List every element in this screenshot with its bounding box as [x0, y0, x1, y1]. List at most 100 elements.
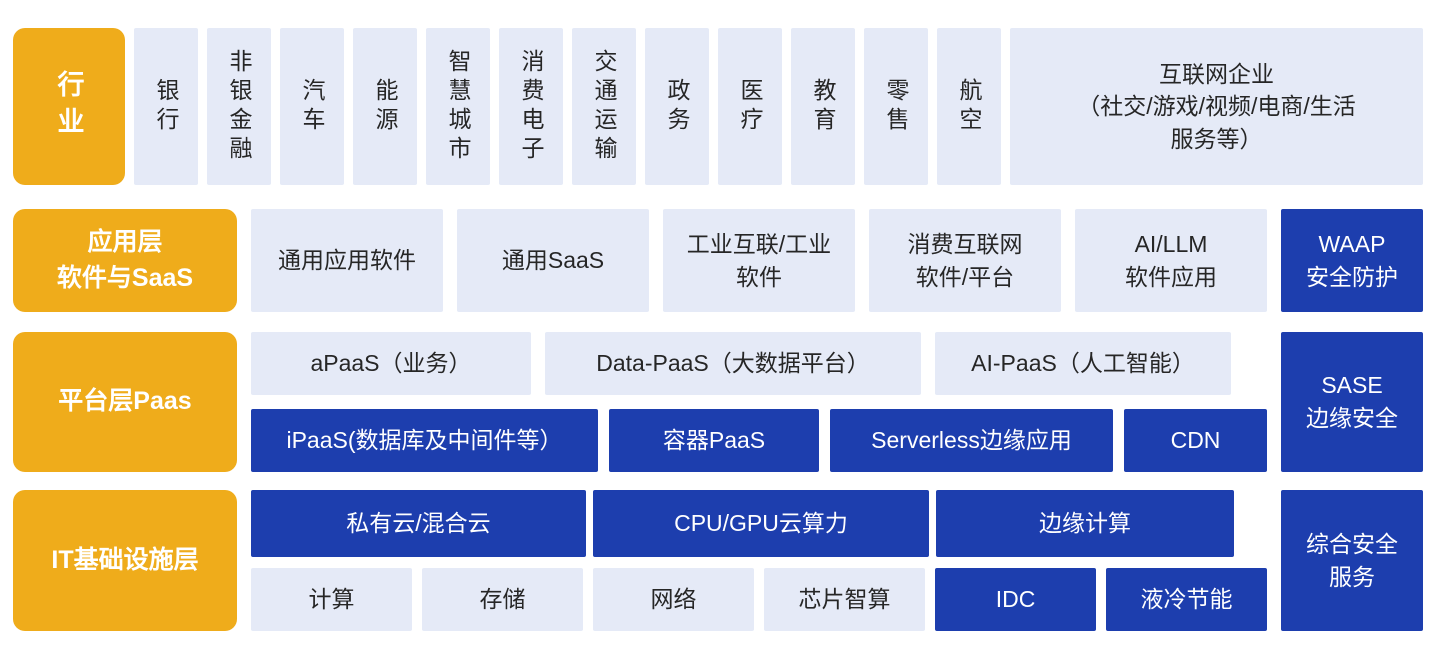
resource-item-label: 芯片智算: [798, 586, 891, 613]
infra-paas-item-label: Serverless边缘应用: [871, 427, 1072, 454]
industry-row: 行业 银行 非银金融 汽车 能源 智慧城市 消费电子 交通运输 政务 医疗 教育: [13, 28, 1423, 185]
industry-row-header: 行业: [13, 28, 125, 185]
industry-item-label: 非银金融: [226, 48, 252, 165]
paas-item-label: AI-PaaS（人工智能）: [971, 350, 1195, 377]
industry-item-consumer-electronics: 消费电子: [499, 28, 563, 185]
comprehensive-security-box: 综合安全 服务: [1281, 490, 1423, 631]
infra-paas-item-cdn: CDN: [1124, 409, 1267, 472]
infrastructure-layer-header-label: IT基础设施层: [51, 545, 199, 574]
app-item-label: 通用应用软件: [278, 247, 416, 274]
paas-item-apaas: aPaaS（业务）: [251, 332, 531, 395]
resource-item-label: 网络: [650, 586, 697, 613]
cloud-item-label: 边缘计算: [1039, 510, 1131, 537]
paas-subrow: aPaaS（业务） Data-PaaS（大数据平台） AI-PaaS（人工智能）: [251, 332, 1267, 395]
industry-item-government: 政务: [645, 28, 709, 185]
sase-security-line1: SASE: [1321, 372, 1383, 399]
application-layer-row: 应用层 软件与SaaS 通用应用软件 通用SaaS 工业互联/工业 软件 消费互…: [13, 209, 1423, 312]
infra-paas-item-label: CDN: [1170, 427, 1221, 454]
app-item-label: 软件/平台: [915, 263, 1015, 290]
infrastructure-layer-header: IT基础设施层: [13, 490, 237, 631]
app-item-label: 工业互联/工业: [686, 230, 832, 257]
industry-item-nonbank-finance: 非银金融: [207, 28, 271, 185]
resource-item-label: 液冷节能: [1140, 586, 1233, 613]
waap-security-line1: WAAP: [1318, 230, 1386, 257]
internet-companies-subtitle: （社交/游戏/视频/电商/生活服务等）: [1077, 93, 1356, 152]
industry-item-transportation: 交通运输: [572, 28, 636, 185]
app-item-consumer-internet: 消费互联网 软件/平台: [869, 209, 1061, 312]
industry-item-label: 汽车: [299, 77, 325, 136]
waap-security-line2: 安全防护: [1306, 263, 1398, 290]
resource-item-label: 计算: [308, 586, 355, 613]
resource-item-liquid-cooling: 液冷节能: [1106, 568, 1267, 631]
industry-item-retail: 零售: [864, 28, 928, 185]
app-item-general-saas: 通用SaaS: [457, 209, 649, 312]
industry-item-bank: 银行: [134, 28, 198, 185]
comprehensive-security-line1: 综合安全: [1306, 530, 1398, 557]
app-item-industrial-software: 工业互联/工业 软件: [663, 209, 855, 312]
sase-security-box: SASE 边缘安全: [1281, 332, 1423, 472]
platform-layer-content: aPaaS（业务） Data-PaaS（大数据平台） AI-PaaS（人工智能）…: [251, 332, 1267, 472]
application-layer-header-line1: 应用层: [87, 228, 163, 256]
app-item-label: 消费互联网: [907, 230, 1023, 257]
industry-item-label: 零售: [883, 77, 909, 136]
resource-item-chip-computing: 芯片智算: [764, 568, 925, 631]
paas-item-label: aPaaS（业务）: [310, 350, 472, 377]
app-item-ai-llm: AI/LLM 软件应用: [1075, 209, 1267, 312]
cloud-subrow: 私有云/混合云 CPU/GPU云算力 边缘计算: [251, 490, 1267, 557]
app-item-label: AI/LLM: [1134, 230, 1208, 257]
industry-item-internet-companies: 互联网企业 （社交/游戏/视频/电商/生活服务等）: [1010, 28, 1423, 185]
infra-paas-item-serverless: Serverless边缘应用: [830, 409, 1113, 472]
industry-item-label: 能源: [372, 77, 398, 136]
resource-item-storage: 存储: [422, 568, 583, 631]
industry-item-label: 医疗: [737, 77, 763, 136]
industry-item-label: 银行: [153, 77, 179, 136]
resource-item-compute: 计算: [251, 568, 412, 631]
industry-item-label: 教育: [810, 77, 836, 136]
app-item-general-software: 通用应用软件: [251, 209, 443, 312]
application-layer-header: 应用层 软件与SaaS: [13, 209, 237, 312]
cloud-item-label: 私有云/混合云: [346, 510, 491, 537]
platform-layer-row: 平台层Paas aPaaS（业务） Data-PaaS（大数据平台） AI-Pa…: [13, 332, 1423, 472]
platform-layer-header: 平台层Paas: [13, 332, 237, 472]
resource-item-label: 存储: [479, 586, 526, 613]
industry-item-automotive: 汽车: [280, 28, 344, 185]
cloud-item-private-hybrid: 私有云/混合云: [251, 490, 586, 557]
infra-paas-item-label: 容器PaaS: [662, 427, 766, 454]
infrastructure-layer-row: IT基础设施层 私有云/混合云 CPU/GPU云算力 边缘计算 计算 存储: [13, 490, 1423, 631]
cloud-item-cpu-gpu: CPU/GPU云算力: [593, 490, 929, 557]
resource-item-idc: IDC: [935, 568, 1096, 631]
industry-item-label: 消费电子: [518, 48, 544, 165]
app-item-label: 软件: [736, 263, 782, 290]
infrastructure-layer-content: 私有云/混合云 CPU/GPU云算力 边缘计算 计算 存储 网络: [251, 490, 1267, 631]
paas-item-label: Data-PaaS（大数据平台）: [596, 350, 870, 377]
industry-item-aviation: 航空: [937, 28, 1001, 185]
sase-security-line2: 边缘安全: [1306, 405, 1398, 431]
application-layer-header-line2: 软件与SaaS: [56, 263, 194, 292]
infra-paas-item-label: iPaaS(数据库及中间件等）: [286, 427, 563, 454]
industry-item-label: 航空: [956, 77, 982, 136]
waap-security-box: WAAP 安全防护: [1281, 209, 1423, 312]
industry-item-education: 教育: [791, 28, 855, 185]
comprehensive-security-line2: 服务: [1329, 563, 1375, 590]
paas-item-data-paas: Data-PaaS（大数据平台）: [545, 332, 921, 395]
industry-item-smart-city: 智慧城市: [426, 28, 490, 185]
infra-paas-item-container-paas: 容器PaaS: [609, 409, 819, 472]
resource-subrow: 计算 存储 网络 芯片智算 IDC 液冷节能: [251, 568, 1267, 631]
industry-item-energy: 能源: [353, 28, 417, 185]
cloud-item-edge-computing: 边缘计算: [936, 490, 1234, 557]
industry-item-healthcare: 医疗: [718, 28, 782, 185]
paas-item-ai-paas: AI-PaaS（人工智能）: [935, 332, 1231, 395]
app-item-label: 软件应用: [1125, 263, 1217, 290]
app-item-label: 通用SaaS: [501, 247, 605, 274]
resource-item-network: 网络: [593, 568, 754, 631]
resource-item-label: IDC: [995, 586, 1036, 613]
industry-row-header-label: 行业: [53, 69, 84, 144]
platform-layer-header-label: 平台层Paas: [58, 387, 192, 416]
industry-item-label: 智慧城市: [445, 48, 471, 165]
infra-paas-item-ipaas: iPaaS(数据库及中间件等）: [251, 409, 598, 472]
infra-paas-subrow: iPaaS(数据库及中间件等） 容器PaaS Serverless边缘应用 CD…: [251, 409, 1267, 472]
internet-companies-title: 互联网企业: [1159, 60, 1274, 87]
industry-item-label: 交通运输: [591, 48, 617, 165]
cloud-item-label: CPU/GPU云算力: [674, 510, 848, 537]
